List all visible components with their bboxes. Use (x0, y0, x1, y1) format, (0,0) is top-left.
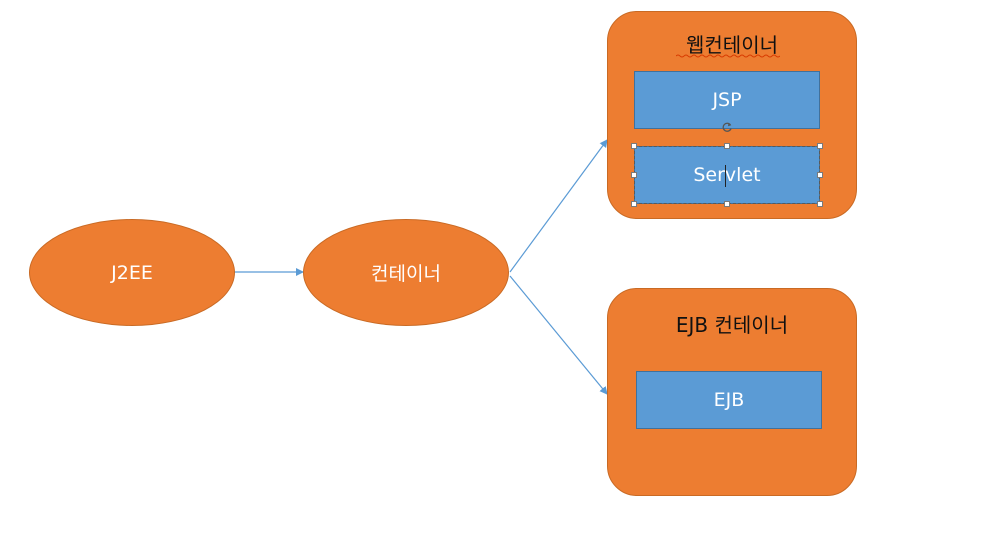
resize-handle-bottom-right[interactable] (817, 201, 823, 207)
ejb-label: EJB (713, 389, 745, 411)
j2ee-label: J2EE (111, 261, 153, 284)
ejb-container-title: EJB 컨테이너 (675, 313, 789, 337)
resize-handle-top-left[interactable] (631, 143, 637, 149)
resize-handle-bottom[interactable] (724, 201, 730, 207)
servlet-box[interactable]: Servlet (634, 146, 820, 204)
j2ee-node[interactable]: J2EE (29, 219, 235, 326)
web-container-title: 웹컨테이너 (686, 33, 778, 57)
servlet-label: Servlet (693, 164, 761, 186)
resize-handle-top-right[interactable] (817, 143, 823, 149)
resize-handle-bottom-left[interactable] (631, 201, 637, 207)
jsp-label: JSP (712, 89, 742, 111)
text-caret (725, 165, 726, 187)
resize-handle-left[interactable] (631, 172, 637, 178)
arrow-container-to-web-container[interactable] (509, 139, 608, 273)
rotate-handle-icon[interactable] (721, 121, 733, 133)
jsp-box[interactable]: JSP (634, 71, 820, 129)
selection-frame (634, 146, 820, 204)
spellcheck-underline (676, 54, 780, 58)
resize-handle-top[interactable] (724, 143, 730, 149)
container-node[interactable]: 컨테이너 (303, 219, 509, 326)
resize-handle-right[interactable] (817, 172, 823, 178)
arrow-container-to-ejb-container[interactable] (509, 275, 608, 395)
ejb-box[interactable]: EJB (636, 371, 822, 429)
container-label: 컨테이너 (371, 263, 441, 285)
